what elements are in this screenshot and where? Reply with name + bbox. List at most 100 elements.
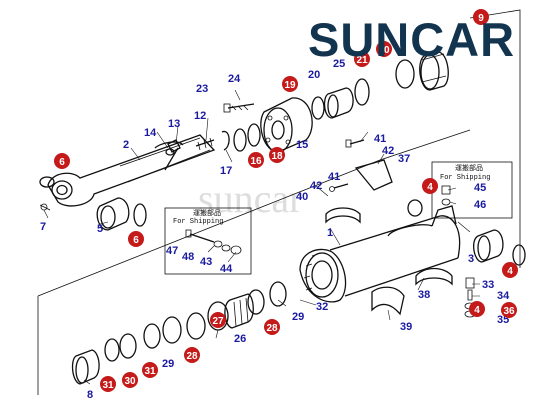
watermark: suncar xyxy=(198,176,302,221)
badge-4-bottom: 4 xyxy=(469,301,485,317)
badge-9: 9 xyxy=(473,9,489,25)
band-39 xyxy=(371,286,405,316)
part-numbers: 1 2 3 5 7 8 12 13 14 15 17 20 23 24 25 2… xyxy=(40,58,510,400)
part-label-17: 17 xyxy=(220,165,232,177)
clamp-40 xyxy=(325,207,361,224)
snap-ring-17 xyxy=(221,130,230,151)
cylinder-tube-1 xyxy=(299,205,461,303)
seal-4-shipping xyxy=(407,199,423,217)
seal-6-top xyxy=(39,176,55,188)
nut-12 xyxy=(195,137,215,151)
svg-text:6: 6 xyxy=(59,157,65,168)
badge-18: 18 xyxy=(269,147,285,163)
part-label-1: 1 xyxy=(327,227,333,239)
piston-rod xyxy=(39,134,216,211)
svg-text:SUNCAR: SUNCAR xyxy=(308,13,515,66)
bolts-41-42 xyxy=(329,139,365,192)
part-label-29b: 29 xyxy=(162,358,174,370)
band-38 xyxy=(415,267,453,286)
badge-27: 27 xyxy=(210,312,226,328)
part-label-47: 47 xyxy=(166,245,178,257)
part-label-5: 5 xyxy=(97,223,103,235)
seal-4-right xyxy=(512,244,526,266)
bushing-5 xyxy=(96,197,130,231)
part-label-8: 8 xyxy=(87,389,93,400)
part-label-2: 2 xyxy=(123,139,129,151)
svg-text:30: 30 xyxy=(124,376,136,387)
part-label-26: 26 xyxy=(234,333,246,345)
shipping-box-left: 運搬部品 For Shipping xyxy=(164,207,252,275)
svg-text:18: 18 xyxy=(271,151,283,162)
ring-13 xyxy=(167,139,181,153)
bracket-37 xyxy=(354,159,393,191)
part-label-14: 14 xyxy=(144,127,157,139)
part-label-20: 20 xyxy=(308,69,320,81)
shipping-box-right: 運搬部品 For Shipping xyxy=(431,161,513,219)
svg-text:4: 4 xyxy=(427,182,433,193)
bushing-25 xyxy=(323,87,354,119)
part-label-38: 38 xyxy=(418,289,430,301)
part-label-42b: 42 xyxy=(310,180,322,192)
svg-text:16: 16 xyxy=(250,156,262,167)
part-label-45: 45 xyxy=(474,182,486,194)
badge-30: 30 xyxy=(122,372,138,388)
part-label-23: 23 xyxy=(196,83,208,95)
part-label-41a: 41 xyxy=(374,133,386,145)
badge-10: 10 xyxy=(376,41,392,57)
shipping-cjk-right: 運搬部品 xyxy=(455,163,483,172)
part-label-29a: 29 xyxy=(292,311,304,323)
part-label-32: 32 xyxy=(316,301,328,313)
ring-16b xyxy=(247,123,261,147)
svg-text:28: 28 xyxy=(186,351,198,362)
part-label-12: 12 xyxy=(194,110,206,122)
part-label-43: 43 xyxy=(200,256,212,268)
svg-text:6: 6 xyxy=(133,235,139,246)
part-label-13: 13 xyxy=(168,118,180,130)
bolts-45-46 xyxy=(441,185,451,206)
svg-text:21: 21 xyxy=(356,55,368,66)
svg-text:4: 4 xyxy=(507,266,513,277)
shipping-label-left: For Shipping xyxy=(173,218,223,226)
leader-lines xyxy=(43,89,481,385)
part-label-41b: 41 xyxy=(328,171,340,183)
ring-10 xyxy=(395,59,415,89)
shipping-bolts-47-48 xyxy=(185,229,242,255)
bolts-33-35 xyxy=(464,277,476,318)
part-label-25: 25 xyxy=(333,58,345,70)
svg-text:28: 28 xyxy=(266,323,278,334)
svg-text:27: 27 xyxy=(212,316,224,327)
badge-31-a: 31 xyxy=(142,362,158,378)
part-label-37: 37 xyxy=(398,153,410,165)
suncar-logo: SUNCAR xyxy=(308,13,515,66)
svg-text:31: 31 xyxy=(144,366,156,377)
part-label-7: 7 xyxy=(40,221,46,233)
part-label-48: 48 xyxy=(182,251,194,263)
ring-21 xyxy=(354,78,370,106)
badge-36: 36 xyxy=(501,302,517,318)
part-label-40: 40 xyxy=(296,191,308,203)
seal-kit-row xyxy=(71,281,287,385)
part-label-24: 24 xyxy=(228,73,241,85)
badge-28-upper: 28 xyxy=(264,319,280,335)
svg-text:9: 9 xyxy=(478,13,484,24)
svg-text:36: 36 xyxy=(503,306,515,317)
badge-16: 16 xyxy=(248,152,264,168)
part-label-15: 15 xyxy=(296,139,308,151)
piston-head-15 xyxy=(260,97,313,153)
svg-text:4: 4 xyxy=(474,305,480,316)
badge-19: 19 xyxy=(282,76,298,92)
bolt-23 xyxy=(223,103,255,113)
badge-21: 21 xyxy=(354,51,370,67)
ring-20 xyxy=(311,96,325,120)
part-label-46: 46 xyxy=(474,199,486,211)
part-label-33: 33 xyxy=(482,279,494,291)
badge-4-right: 4 xyxy=(502,262,518,278)
part-label-44: 44 xyxy=(220,263,233,275)
ring-16a xyxy=(233,128,247,152)
badge-6-left: 6 xyxy=(128,231,144,247)
part-label-34: 34 xyxy=(497,290,510,302)
svg-text:19: 19 xyxy=(284,80,296,91)
shipping-label-right: For Shipping xyxy=(440,174,490,182)
